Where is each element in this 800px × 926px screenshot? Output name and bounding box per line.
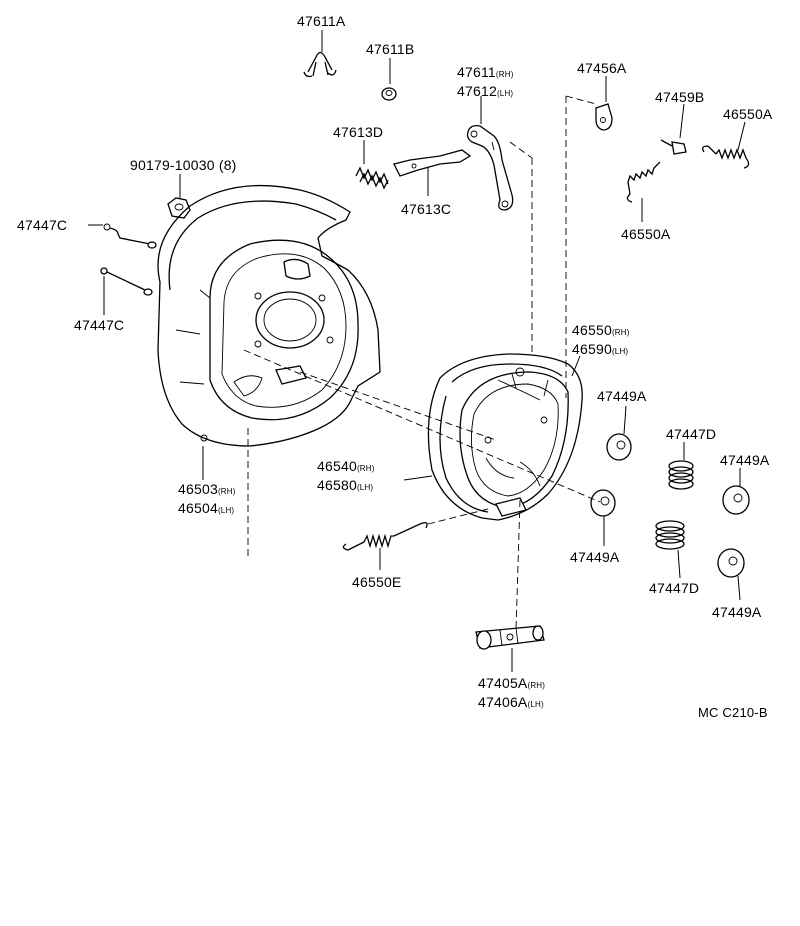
label-46590-suffix: (LH) bbox=[611, 347, 629, 356]
label-46550-suffix: (RH) bbox=[611, 328, 630, 337]
label-47449a-3: 47449A bbox=[570, 549, 620, 565]
label-47611: 47611 bbox=[457, 64, 496, 80]
washer-47449a-4 bbox=[717, 548, 745, 601]
pin-47459b bbox=[660, 103, 687, 155]
pin-47447c-bottom bbox=[100, 267, 153, 315]
label-47447d-2: 47447D bbox=[649, 580, 700, 596]
spring-47447d-1 bbox=[668, 442, 694, 490]
label-47613d: 47613D bbox=[333, 124, 384, 140]
label-47405a-suffix: (RH) bbox=[527, 681, 546, 690]
assembly-lines bbox=[243, 95, 601, 631]
label-47449a-1: 47449A bbox=[597, 388, 647, 404]
leader-lines bbox=[403, 355, 581, 481]
spring-47447d-2 bbox=[655, 520, 685, 579]
parking-brake-lever bbox=[466, 96, 514, 211]
label-47447c-top: 47447C bbox=[17, 217, 68, 233]
label-47449a-4: 47449A bbox=[712, 604, 762, 620]
washer-47449a-2 bbox=[722, 468, 750, 515]
label-47612-suffix: (LH) bbox=[496, 89, 514, 98]
label-47406a-suffix: (LH) bbox=[527, 700, 544, 709]
strut-47613c bbox=[393, 149, 472, 196]
spring-46550a-mid bbox=[626, 161, 661, 222]
washer-47449a-3 bbox=[590, 489, 616, 546]
label-46550a-top: 46550A bbox=[723, 106, 773, 122]
label-46550e: 46550E bbox=[352, 574, 402, 590]
label-47405a: 47405A bbox=[478, 675, 528, 691]
label-90179: 90179-10030 (8) bbox=[130, 157, 237, 173]
label-46503: 46503 bbox=[178, 481, 218, 497]
label-47611-suffix: (RH) bbox=[495, 70, 514, 79]
label-47447c-bottom: 47447C bbox=[74, 317, 125, 333]
label-46540: 46540 bbox=[317, 458, 357, 474]
label-46503-46504: 46503(RH) 46504(LH) bbox=[178, 481, 236, 519]
diagram-code: MC C210-B bbox=[698, 705, 768, 720]
label-46550-46590: 46550(RH) 46590(LH) bbox=[572, 322, 630, 360]
label-47611-47612: 47611(RH) 47612(LH) bbox=[457, 64, 514, 102]
label-46550a-mid: 46550A bbox=[621, 226, 671, 242]
clip-47611a bbox=[303, 30, 337, 78]
springs-47613d bbox=[355, 140, 389, 190]
washer-47449a-1 bbox=[606, 405, 632, 461]
label-46550: 46550 bbox=[572, 322, 612, 338]
pin-47447c-top bbox=[88, 223, 157, 249]
label-46540-46580: 46540(RH) 46580(LH) bbox=[317, 458, 375, 496]
label-46503-suffix: (RH) bbox=[217, 487, 236, 496]
label-47613c: 47613C bbox=[401, 201, 452, 217]
label-47447d-1: 47447D bbox=[666, 426, 717, 442]
nut-90179 bbox=[167, 174, 191, 219]
label-47456a: 47456A bbox=[577, 60, 627, 76]
label-47612: 47612 bbox=[457, 83, 497, 99]
label-90179-part: 90179-10030 bbox=[130, 157, 215, 173]
plate-47456a bbox=[595, 76, 613, 131]
label-47459b: 47459B bbox=[655, 89, 705, 105]
label-47449a-2: 47449A bbox=[720, 452, 770, 468]
nut-47611b bbox=[381, 58, 397, 101]
label-46590: 46590 bbox=[572, 341, 612, 357]
label-46504-suffix: (LH) bbox=[217, 506, 235, 515]
label-47611b: 47611B bbox=[366, 41, 415, 57]
label-47406a: 47406A bbox=[478, 694, 528, 710]
label-46504: 46504 bbox=[178, 500, 218, 516]
brake-shoes bbox=[427, 353, 583, 521]
spring-46550e bbox=[342, 522, 428, 570]
spring-46550a-top bbox=[702, 121, 750, 169]
label-46580-suffix: (LH) bbox=[356, 483, 374, 492]
backing-plate bbox=[157, 184, 381, 480]
label-46540-suffix: (RH) bbox=[356, 464, 375, 473]
label-46580: 46580 bbox=[317, 477, 357, 493]
label-90179-qty: (8) bbox=[218, 157, 237, 173]
wheel-cylinder bbox=[475, 625, 545, 672]
label-47611a: 47611A bbox=[297, 13, 346, 29]
label-47405a-47406a: 47405A(RH) 47406A(LH) bbox=[478, 675, 545, 713]
